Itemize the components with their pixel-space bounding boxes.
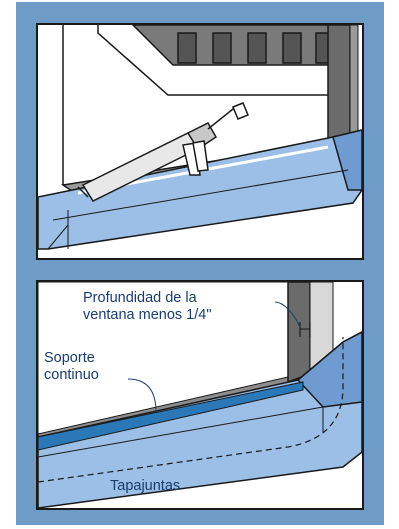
jamb [287,282,311,384]
continuous-support [38,381,304,451]
right-jamb [327,25,351,145]
flashing-label: Tapajuntas [110,478,181,494]
sill-flashing [38,129,362,250]
caulking-illustration [38,25,362,258]
leader-depth [274,301,301,328]
panel-caulking [36,23,364,260]
caulk-gun [77,102,249,202]
framing-studs [131,25,339,66]
support-label: Soporte continuo [44,350,99,383]
flashing [38,331,362,508]
leader-support [127,378,157,413]
support-illustration [38,282,362,508]
panel-support: Profundidad de la ventana menos 1/4" Sop… [36,280,364,510]
dashed-outline [38,337,344,483]
depth-label: Profundidad de la ventana menos 1/4" [83,290,212,323]
